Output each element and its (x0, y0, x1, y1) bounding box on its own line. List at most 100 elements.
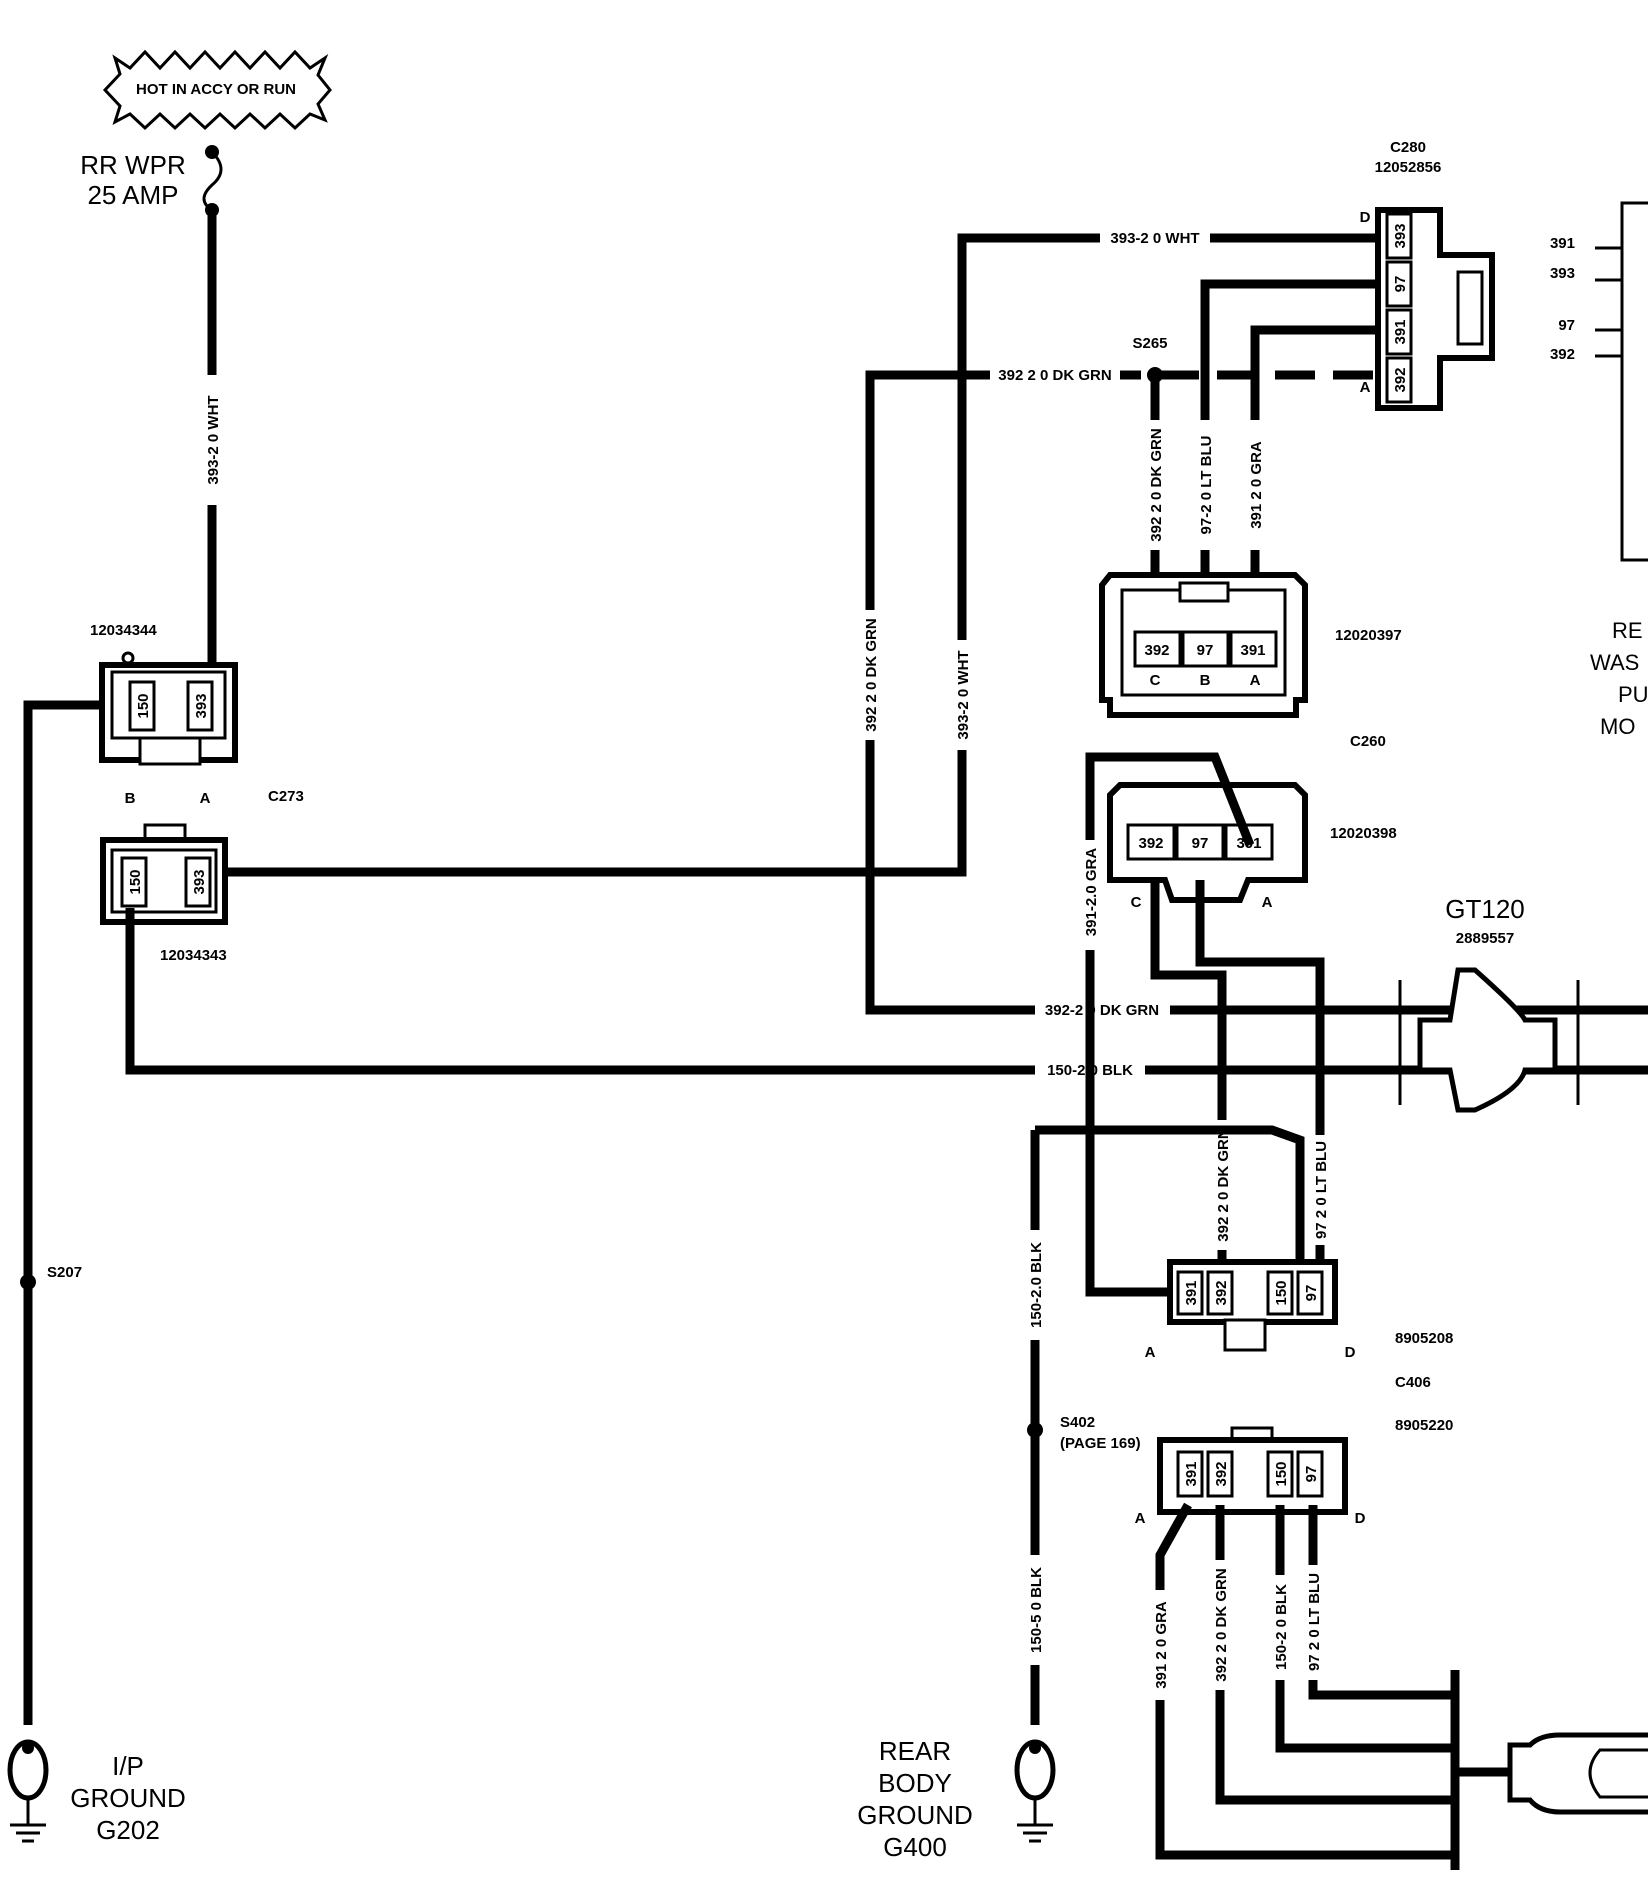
c273-lower-part: 12034343 (160, 947, 227, 964)
c273-lower-pin-393: 393 (191, 869, 208, 894)
g202-label-line3: G202 (96, 1815, 160, 1845)
g400-label-line3: GROUND (857, 1800, 973, 1830)
c260-lower-part: 12020398 (1330, 825, 1397, 842)
c406-upper-tab (1223, 1318, 1267, 1352)
g400-label-line2: BODY (878, 1768, 952, 1798)
wire-392-top-label: 392 2 0 DK GRN (998, 367, 1111, 384)
wire-150-g400-label: 150-2.0 BLK (1028, 1242, 1045, 1328)
g202-label-line2: GROUND (70, 1783, 186, 1813)
splice-s402-label: S402 (1060, 1414, 1095, 1431)
wire-97-mid (1195, 880, 1325, 1272)
gt120-grommet-shape (1417, 967, 1558, 1113)
wire-392-left-label: 392 2 0 DK GRN (863, 618, 880, 731)
c406-upper-pin-a: A (1145, 1344, 1156, 1361)
c280-cell-97 (1385, 260, 1413, 308)
c273-upper-pin-150: 150 (135, 693, 152, 718)
c280-part: 12052856 (1375, 159, 1442, 176)
splice-s207-label: S207 (47, 1264, 82, 1281)
wire-391-top-label: 391 2 0 GRA (1248, 441, 1265, 529)
c406-lower-pin-392: 392 (1213, 1461, 1230, 1486)
motor-label-2: WAS (1590, 650, 1639, 675)
c280-cell-392 (1385, 356, 1413, 404)
c406-lower-cell-150 (1266, 1450, 1294, 1498)
motor-label-3: PU (1618, 682, 1648, 707)
c260-upper-cell-97 (1181, 630, 1230, 668)
fuse-name: RR WPR (80, 150, 185, 180)
splice-s265-label: S265 (1132, 335, 1167, 352)
wire-391-mid-label: 391-2.0 GRA (1083, 848, 1100, 937)
wire-392-bottom (1215, 1505, 1455, 1805)
c406-upper-part: 8905208 (1395, 1330, 1453, 1347)
c406-upper-cell-391 (1176, 1270, 1204, 1316)
c280-cell-391 (1385, 308, 1413, 356)
c260-upper-pin-392: 392 (1144, 642, 1169, 659)
c406-upper-pin-97: 97 (1303, 1285, 1320, 1302)
c273-pin-b-label: B (125, 790, 136, 807)
c260-upper-pin-97: 97 (1197, 642, 1214, 659)
rear-pump-inner (1588, 1748, 1648, 1799)
c406-lower-part: 8905220 (1395, 1417, 1453, 1434)
g202-label-line1: I/P (112, 1751, 144, 1781)
gt120-part: 2889557 (1456, 930, 1514, 947)
c260-lower-pin-97: 97 (1192, 835, 1209, 852)
wire-97-bottom (1308, 1505, 1455, 1700)
c260-lower-cell-392 (1126, 823, 1176, 861)
g202-ring-hole (22, 1742, 34, 1754)
c406-upper-cell-150 (1266, 1270, 1294, 1316)
fuse-rating: 25 AMP (87, 180, 178, 210)
wire-393-top-label: 393-2 0 WHT (1110, 230, 1199, 247)
splice-s207 (20, 1274, 36, 1290)
wire-391-bottom-label: 391 2 0 GRA (1153, 1601, 1170, 1689)
c260-upper-cell-392 (1133, 630, 1182, 668)
c260-upper-letter-a: A (1250, 672, 1261, 689)
wire-97-bottom-label: 97 2 0 LT BLU (1306, 1573, 1323, 1671)
c260-lower-letter-a: A (1262, 894, 1273, 911)
c280-name: C280 (1390, 139, 1426, 156)
c280-pin-97: 97 (1392, 276, 1409, 293)
wire-392-bottom-label: 392 2 0 DK GRN (1213, 1568, 1230, 1681)
c406-upper-pin-392: 392 (1213, 1280, 1230, 1305)
c260-name: C260 (1350, 733, 1386, 750)
c406-lower-pin-391: 391 (1183, 1461, 1200, 1486)
c260-upper-latch (1178, 581, 1230, 603)
c280-pin-391: 391 (1392, 319, 1409, 344)
motor-label-4: MO (1600, 714, 1635, 739)
c273-upper-part: 12034344 (90, 622, 157, 639)
c406-lower-cell-392 (1206, 1450, 1234, 1498)
wire-393-mid-label: 393-2 0 WHT (955, 650, 972, 739)
wire-391-bottom (1155, 1502, 1455, 1860)
c260-upper-letter-c: C (1150, 672, 1161, 689)
c406-upper-cell-392 (1206, 1270, 1234, 1316)
c406-name: C406 (1395, 1374, 1431, 1391)
motor-body-outline (1620, 201, 1648, 562)
gt120-name: GT120 (1445, 894, 1525, 924)
wire-391-mid (1085, 752, 1255, 1297)
fuse-icon (202, 150, 223, 212)
motor-pin-393: 393 (1550, 265, 1575, 282)
wire-150-bottom-label: 150-2 0 BLK (1273, 1584, 1290, 1670)
wire-150-g400b-label: 150-5 0 BLK (1028, 1567, 1045, 1653)
motor-pin-97: 97 (1558, 317, 1575, 334)
motor-pin-391: 391 (1550, 235, 1575, 252)
c260-upper-part: 12020397 (1335, 627, 1402, 644)
c406-upper-pin-391: 391 (1183, 1280, 1200, 1305)
c280-pin-393: 393 (1392, 223, 1409, 248)
hot-banner-text: HOT IN ACCY OR RUN (136, 81, 296, 98)
g400-label-line4: G400 (883, 1832, 947, 1862)
rear-pump-body (1507, 1732, 1648, 1815)
c280-slot (1456, 270, 1484, 346)
c280-pin-392: 392 (1392, 367, 1409, 392)
wire-150-to-g202 (23, 700, 105, 1725)
c280-cell-393 (1385, 212, 1413, 260)
g400-ring-hole (1029, 1742, 1041, 1754)
wire-393-vertical-label: 393-2 0 WHT (205, 395, 222, 484)
c273-name: C273 (268, 788, 304, 805)
c406-upper-cell-97 (1296, 1270, 1324, 1316)
splice-s402-note: (PAGE 169) (1060, 1435, 1141, 1452)
c260-upper-letter-b: B (1200, 672, 1211, 689)
c273-upper-pin-393: 393 (193, 693, 210, 718)
motor-pin-392: 392 (1550, 346, 1575, 363)
c273-lower-cell-150 (120, 856, 148, 908)
c260-lower-letter-c: C (1131, 894, 1142, 911)
